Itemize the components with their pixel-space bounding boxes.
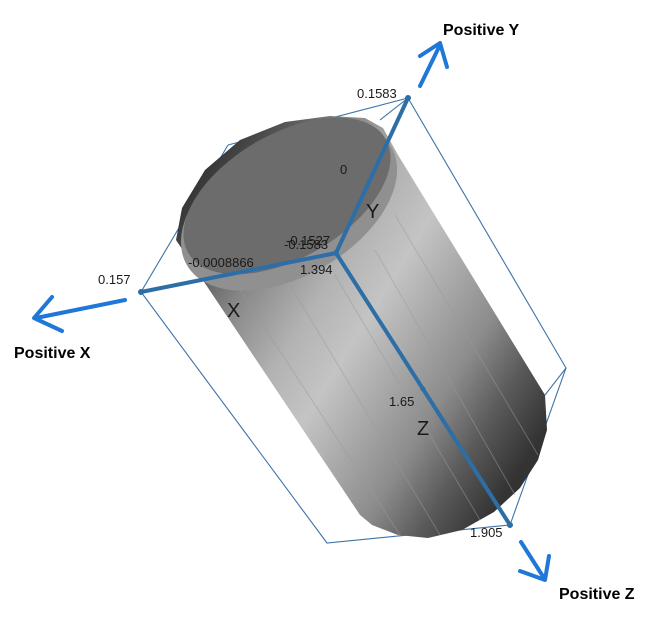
positive-z-label: Positive Z [559, 586, 635, 603]
y-mid-tick-mark [369, 172, 375, 178]
x-axis-line [139, 251, 338, 294]
y-max-label: 0.1583 [357, 86, 397, 101]
origin-tick-mark [333, 250, 339, 256]
direction-labels: Positive X Positive Y Positive Z [14, 22, 635, 603]
extra-label: -0.1527 [286, 233, 330, 248]
tick-labels: 0.157 -0.0008866 0.1583 0 -0.1527 -0.158… [98, 86, 503, 540]
x-axis-name: X [227, 300, 240, 322]
x-tick-mark [138, 289, 144, 295]
cylinder[interactable] [152, 85, 547, 538]
positive-x-label: Positive X [14, 345, 91, 362]
cylinder-top-face [183, 117, 391, 275]
arrow-up-right-icon [418, 41, 449, 88]
x-min-label: -0.0008866 [188, 255, 254, 270]
z-tick-mark [507, 522, 513, 528]
z-axis-name: Z [417, 418, 429, 440]
x-arrow-shaft [34, 298, 127, 320]
axes [138, 95, 513, 528]
cylinder-facets [239, 214, 539, 536]
z-mid-label: 1.65 [389, 394, 414, 409]
y-arrow-head [418, 41, 449, 69]
y-mid-label: 0 [340, 162, 347, 177]
y-arrow-shaft [418, 43, 442, 88]
x-max-label: 0.157 [98, 272, 131, 287]
z-arrow-shaft [519, 540, 546, 580]
y-axis-name: Y [366, 201, 379, 223]
arrow-left-down-icon [32, 295, 127, 333]
arrow-down-right-icon [518, 540, 551, 582]
bbox-edge [544, 367, 567, 396]
z-mid-tick-mark [420, 386, 426, 392]
x-arrow-head [32, 295, 64, 333]
bbox-edge [379, 97, 409, 121]
y-min-label: -0.1583 [284, 237, 328, 252]
z-arrow-head [518, 554, 551, 582]
y-tick-mark [405, 95, 411, 101]
z-min-label: 1.394 [300, 262, 333, 277]
z-max-label: 1.905 [470, 525, 503, 540]
positive-y-label: Positive Y [443, 22, 520, 39]
axis-names: X Y Z [227, 201, 429, 440]
